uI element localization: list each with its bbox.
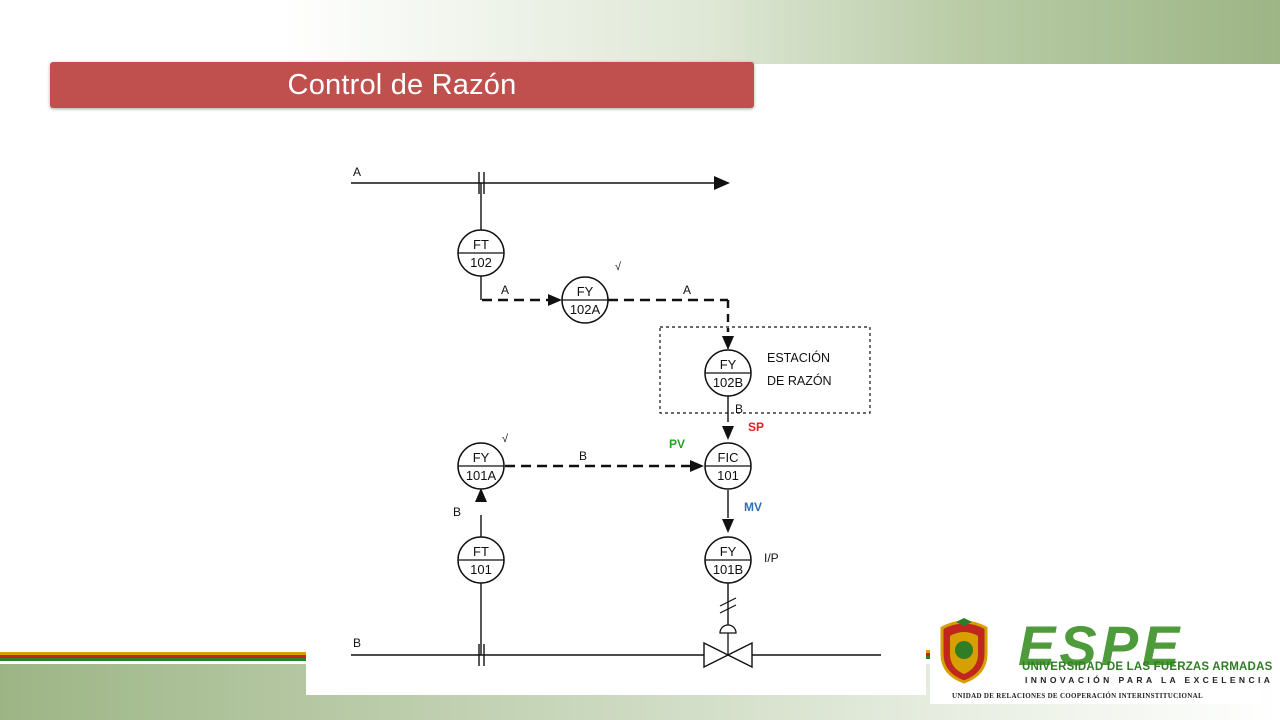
instrument-fy102b: FY 102B [704, 349, 752, 397]
process-line-a: A [351, 165, 730, 194]
ip-tag: I/P [764, 551, 779, 565]
logo-wordmark: ESPE [1018, 614, 1184, 677]
instrument-fy101b: FY 101B [704, 536, 752, 584]
espe-logo: ESPE UNIVERSIDAD DE LAS FUERZAS ARMADAS … [930, 612, 1272, 704]
ratio-control-diagram: A B A A ESTACIÓN DE RAZÓN B SP B [306, 150, 926, 695]
fic101-tag: FIC [718, 450, 739, 465]
logo-motto: INNOVACIÓN PARA LA EXCELENCIA [1025, 675, 1274, 685]
signal-b-to-fic-label: B [579, 449, 587, 463]
instrument-fic101: FIC 101 [704, 442, 752, 490]
fy102a-tag: FY [577, 284, 594, 299]
mv-tag: MV [744, 500, 762, 514]
signal-b-from-ft-label: B [453, 505, 461, 519]
fy101a-number: 101A [466, 468, 497, 483]
sp-tag: SP [748, 420, 764, 434]
control-valve [703, 624, 753, 669]
line-a-label: A [353, 165, 361, 179]
fy101a-tag: FY [473, 450, 490, 465]
slide-title-bar: Control de Razón [50, 62, 754, 108]
signal-a-out-label: A [683, 283, 691, 297]
station-label-line1: ESTACIÓN [767, 350, 830, 365]
instrument-fy102a: FY 102A √ [561, 261, 622, 324]
fy102a-number: 102A [570, 302, 601, 317]
line-b-label: B [353, 636, 361, 650]
logo-university-name: UNIVERSIDAD DE LAS FUERZAS ARMADAS [1022, 661, 1273, 673]
fy102b-tag: FY [720, 357, 737, 372]
slide-title: Control de Razón [287, 68, 517, 101]
station-label-line2: DE RAZÓN [767, 373, 832, 388]
ratio-station-box [659, 326, 871, 414]
ft102-tag: FT [473, 237, 489, 252]
flag-stripe-left [0, 652, 310, 664]
flag-stripe-right [922, 650, 932, 664]
process-line-b: B [351, 636, 881, 666]
ft101-number: 101 [470, 562, 492, 577]
fy102a-sqrt-mark: √ [615, 261, 622, 273]
ft102-number: 102 [470, 255, 492, 270]
signal-b-out-label: B [735, 402, 743, 416]
fy101a-sqrt-mark: √ [502, 433, 509, 445]
instrument-ft101: FT 101 [457, 536, 505, 584]
ft101-tag: FT [473, 544, 489, 559]
pv-tag: PV [669, 437, 685, 451]
instrument-fy101a: FY 101A √ [457, 433, 509, 490]
fy101b-tag: FY [720, 544, 737, 559]
fic101-number: 101 [717, 468, 739, 483]
university-crest-icon [940, 618, 988, 684]
instrument-ft102: FT 102 [457, 229, 505, 277]
signal-a-in-label: A [501, 283, 509, 297]
top-decor-band [0, 0, 1280, 64]
fy102b-number: 102B [713, 375, 743, 390]
fy101b-number: 101B [713, 562, 743, 577]
logo-unit-name: UNIDAD DE RELACIONES DE COOPERACIÓN INTE… [952, 692, 1203, 700]
